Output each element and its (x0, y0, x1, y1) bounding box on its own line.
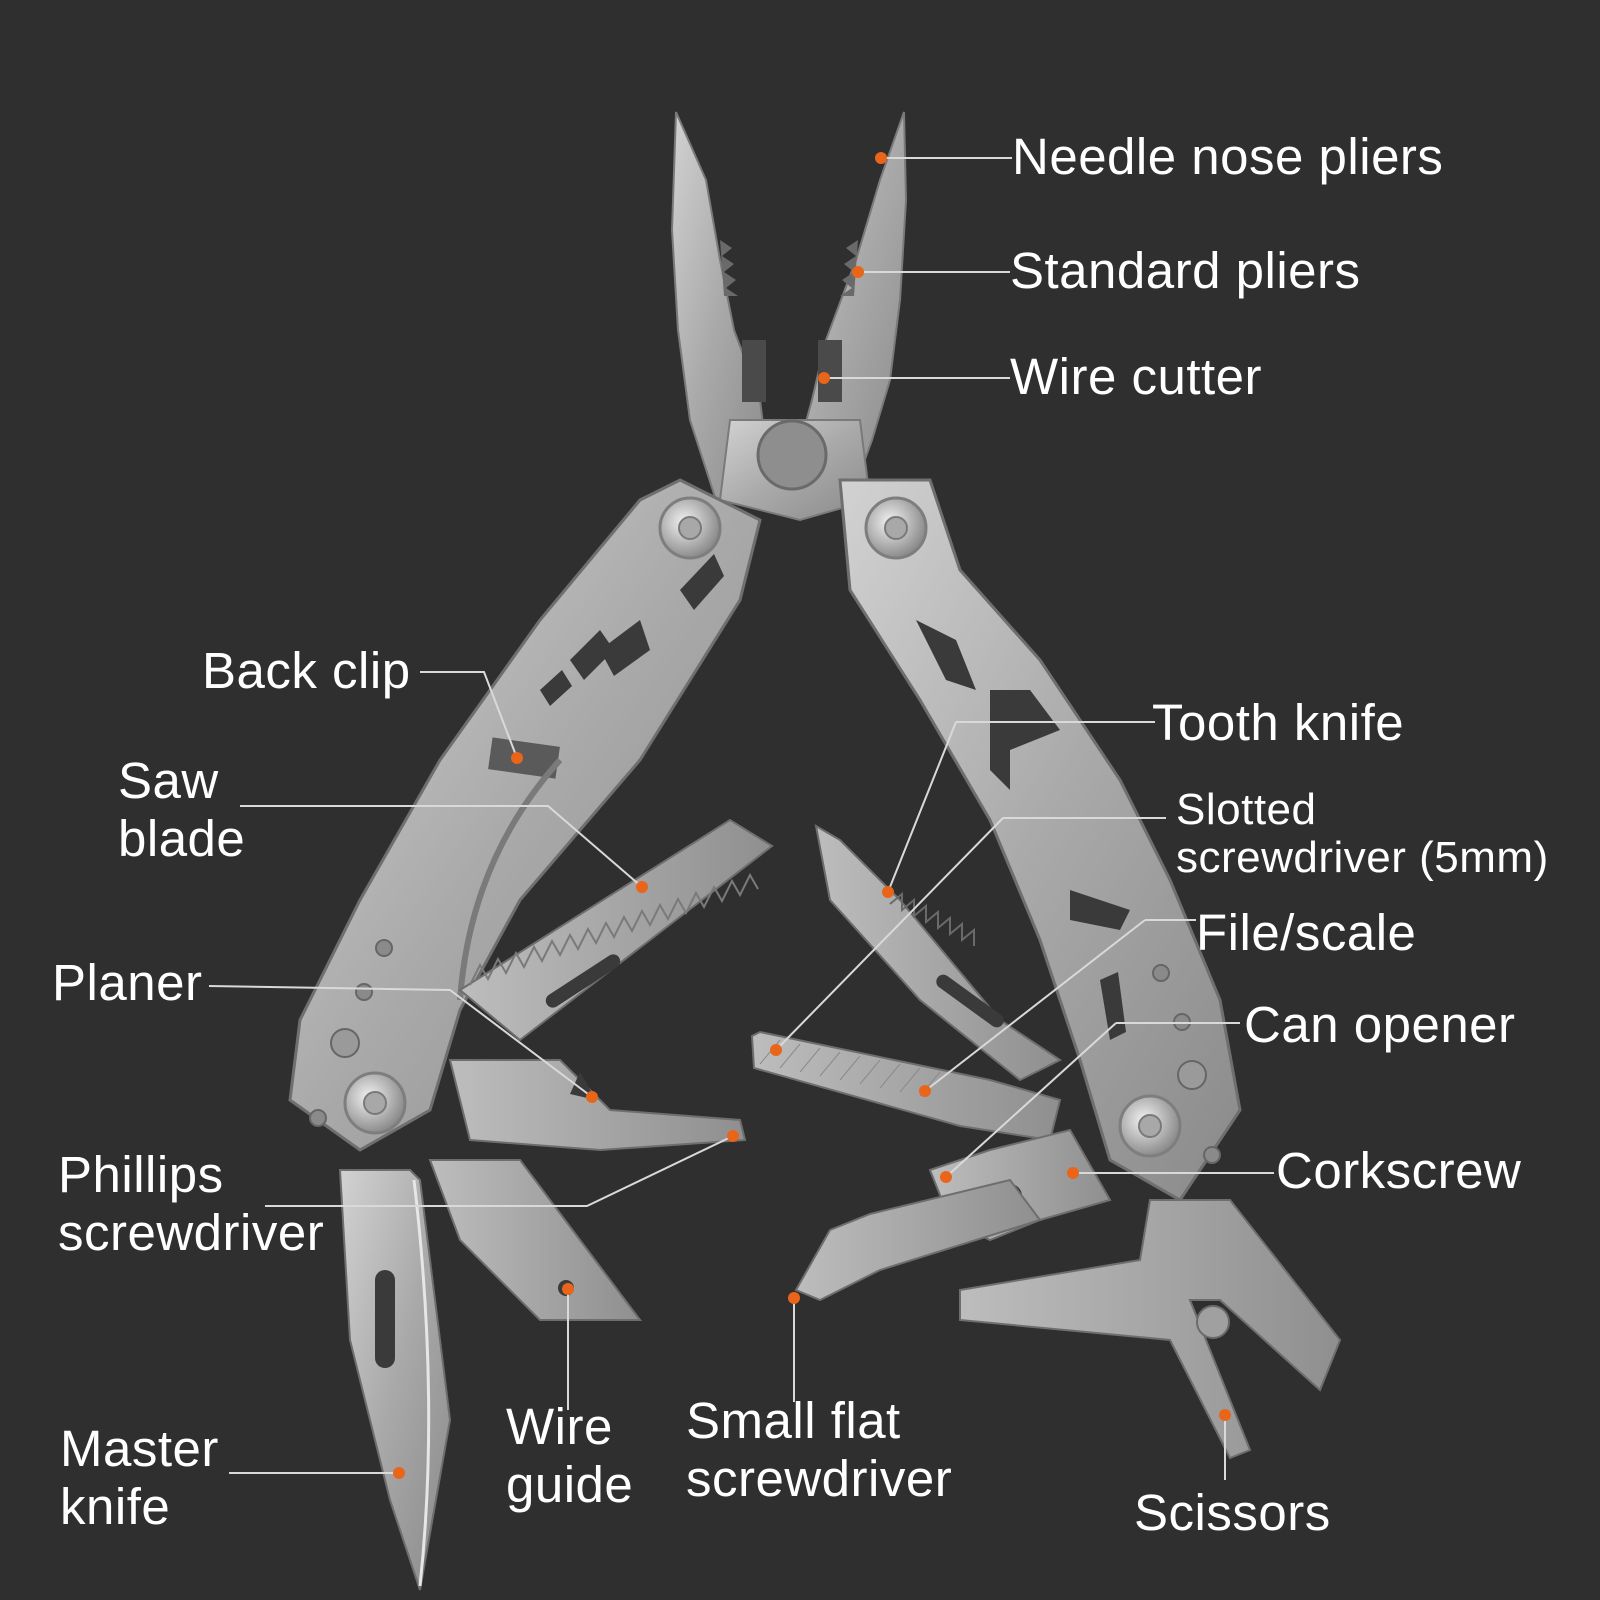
label-text: Scissors (1134, 1484, 1331, 1541)
pliers-pivot (756, 419, 828, 491)
marker-slotted-screwdriver (770, 1044, 782, 1056)
label-text: Wire (506, 1398, 613, 1455)
label-tooth-knife: Tooth knife (1152, 694, 1404, 752)
marker-wire-guide (562, 1283, 574, 1295)
label-text: Small flat (686, 1392, 901, 1449)
label-text: screwdriver (686, 1450, 953, 1508)
label-wire-guide: Wire guide (506, 1398, 633, 1514)
label-wire-cutter: Wire cutter (1010, 348, 1262, 406)
marker-can-opener (940, 1171, 952, 1183)
label-saw-blade: Saw blade (118, 752, 245, 868)
left-tools (338, 818, 774, 1591)
label-file-scale: File/scale (1196, 904, 1416, 962)
marker-planer (586, 1091, 598, 1103)
label-standard-pliers: Standard pliers (1010, 242, 1361, 300)
saw-blade-shape (458, 818, 774, 1042)
label-planer: Planer (52, 954, 202, 1012)
phillips-screwdriver-shape (448, 1059, 747, 1152)
marker-tooth-knife (882, 886, 894, 898)
tooth-knife-shape (814, 824, 1062, 1082)
label-text: Master (60, 1420, 219, 1477)
wire-cutter-left (742, 340, 766, 402)
label-master-knife: Master knife (60, 1420, 219, 1536)
marker-file-scale (919, 1085, 931, 1097)
label-text: Back clip (202, 642, 411, 699)
label-text: File/scale (1196, 904, 1417, 961)
label-needle-nose-pliers: Needle nose pliers (1012, 128, 1443, 186)
label-phillips-screwdriver: Phillips screwdriver (58, 1146, 324, 1262)
marker-standard-pliers (852, 266, 864, 278)
label-scissors: Scissors (1134, 1484, 1331, 1542)
marker-master-knife (393, 1467, 405, 1479)
leader-lines (208, 157, 1274, 1480)
label-text: Corkscrew (1276, 1142, 1522, 1199)
label-text: guide (506, 1456, 634, 1514)
right-handle (838, 478, 1242, 1202)
marker-needle-nose (875, 152, 887, 164)
marker-scissors (1219, 1409, 1231, 1421)
label-text: Phillips (58, 1146, 224, 1203)
label-back-clip: Back clip (202, 642, 411, 700)
label-text: screwdriver (5mm) (1176, 832, 1549, 882)
file-scale-shape (750, 1030, 1062, 1142)
label-text: Needle nose pliers (1012, 128, 1444, 185)
label-small-flat-screwdriver: Small flat screwdriver (686, 1392, 952, 1508)
label-text: Tooth knife (1152, 694, 1405, 751)
label-text: Planer (52, 954, 203, 1011)
marker-phillips (727, 1130, 739, 1142)
label-text: Can opener (1244, 996, 1516, 1053)
small-flat-screwdriver-shape (794, 1178, 1042, 1302)
label-corkscrew: Corkscrew (1276, 1142, 1521, 1200)
scissors-shape (959, 1199, 1342, 1460)
back-clip (488, 737, 560, 779)
label-can-opener: Can opener (1244, 996, 1516, 1054)
label-text: knife (60, 1478, 171, 1536)
label-text: screwdriver (58, 1204, 325, 1262)
markers (393, 152, 1231, 1479)
label-text: Saw (118, 752, 219, 809)
marker-corkscrew (1067, 1167, 1079, 1179)
wire-guide-shape (428, 1159, 642, 1321)
label-text: blade (118, 810, 246, 868)
label-text: Standard pliers (1010, 242, 1361, 299)
marker-small-flat (788, 1292, 800, 1304)
left-handle (288, 478, 762, 1152)
wire-cutter-right (818, 340, 842, 402)
marker-back-clip (511, 752, 523, 764)
pliers-jaws (670, 111, 908, 522)
label-text: Slotted (1176, 785, 1317, 834)
label-text: Wire cutter (1010, 348, 1263, 405)
label-slotted-screwdriver: Slotted screwdriver (5mm) (1176, 786, 1549, 881)
master-knife-shape (338, 1169, 452, 1591)
right-tools (750, 824, 1342, 1460)
marker-saw-blade (636, 881, 648, 893)
marker-wire-cutter (818, 372, 830, 384)
